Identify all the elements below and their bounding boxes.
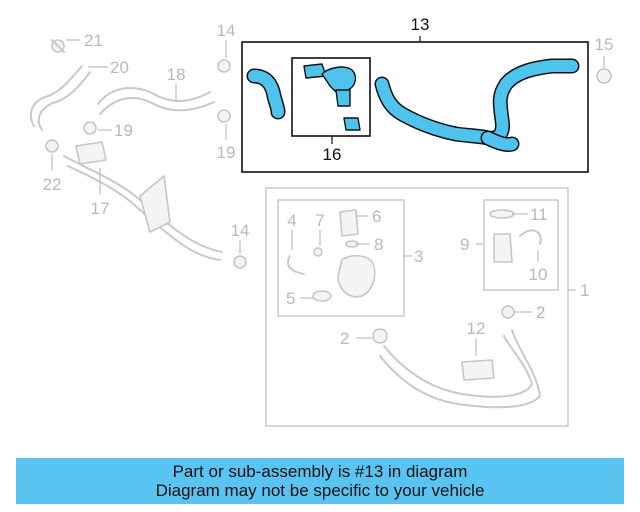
callout-19-left: 19	[114, 121, 133, 140]
info-banner: Part or sub-assembly is #13 in diagram D…	[16, 458, 624, 504]
callout-14-lower: 14	[231, 221, 250, 240]
assembly-16-box	[291, 57, 371, 137]
callout-8: 8	[374, 235, 383, 254]
clamp-2-upper	[501, 305, 515, 319]
clamp-14-lower	[233, 255, 247, 269]
banner-line-1: Part or sub-assembly is #13 in diagram	[172, 462, 468, 481]
callout-4: 4	[287, 211, 296, 230]
banner-line-2: Diagram may not be specific to your vehi…	[155, 481, 485, 500]
callout-22: 22	[43, 175, 62, 194]
hose-segment-small	[246, 68, 286, 120]
clamp-19-right	[217, 109, 231, 123]
connector-16	[303, 63, 361, 131]
callout-21: 21	[84, 31, 103, 50]
sensor-group-9	[489, 209, 542, 263]
thermostat-housing	[286, 209, 376, 302]
clamp-14-left-top	[217, 59, 231, 73]
clamp-2-lower	[372, 328, 388, 344]
callout-20: 20	[110, 58, 129, 77]
callout-3: 3	[414, 247, 423, 266]
callout-11: 11	[530, 205, 548, 224]
callout-18: 18	[167, 65, 186, 84]
callout-7: 7	[315, 211, 324, 230]
clamp-21	[51, 39, 65, 53]
clamp-22	[45, 139, 59, 153]
callout-9: 9	[460, 235, 469, 254]
callout-10: 10	[529, 265, 548, 284]
assembly-3-box	[277, 199, 405, 317]
callout-1: 1	[580, 281, 589, 300]
callout-2-lower: 2	[340, 329, 349, 348]
callout-14-top: 14	[217, 21, 236, 40]
callout-15: 15	[595, 35, 614, 54]
assembly-1-box	[265, 187, 569, 427]
clamp-19	[83, 121, 97, 135]
callout-6: 6	[372, 207, 381, 226]
callout-2-upper: 2	[536, 303, 545, 322]
hose-13[interactable]	[374, 58, 580, 152]
callout-17: 17	[91, 199, 110, 218]
parts-diagram: 13 16 21 20 18 19 22 17 14 19 14 15 1 3 …	[29, 15, 614, 427]
callout-12: 12	[467, 319, 486, 338]
callout-16: 16	[323, 145, 342, 164]
callout-19-right: 19	[217, 143, 236, 162]
assembly-9-box	[483, 199, 559, 291]
assembly-13-box	[241, 41, 589, 173]
ghost-hose-assembly-left	[29, 65, 223, 261]
bracket-12	[461, 359, 495, 381]
lower-hose-1	[379, 329, 541, 409]
callout-5: 5	[286, 289, 295, 308]
clamp-15	[596, 68, 612, 84]
callout-13: 13	[411, 15, 430, 34]
